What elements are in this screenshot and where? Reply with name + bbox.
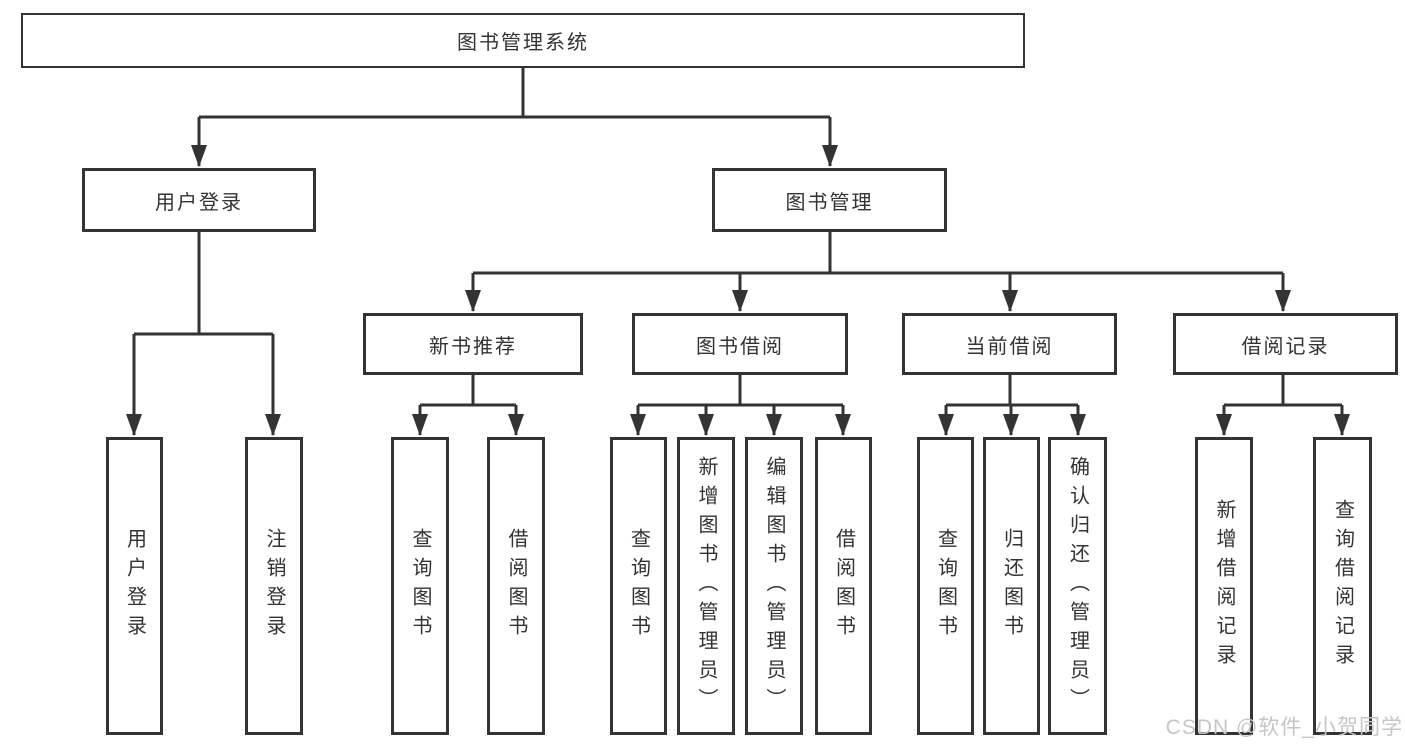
connector-arrows bbox=[126, 117, 1350, 436]
csdn-watermark: CSDN @软件_小贺同学 bbox=[1165, 716, 1403, 739]
leaf-records-query-borrow-record: 查询借阅记录 bbox=[1313, 437, 1372, 735]
leaf-borrow-query-books: 查询图书 bbox=[610, 437, 667, 735]
node-new-book-recommend: 新书推荐 bbox=[363, 313, 583, 375]
leaf-current-query-books: 查询图书 bbox=[917, 437, 974, 735]
node-root-library-system: 图书管理系统 bbox=[21, 13, 1025, 68]
leaf-newbooks-query-books: 查询图书 bbox=[391, 437, 449, 735]
leaf-logout: 注销登录 bbox=[245, 437, 303, 735]
connector-trunks bbox=[134, 68, 1342, 407]
node-user-login: 用户登录 bbox=[82, 168, 316, 232]
leaf-borrow-edit-books-admin: 编辑图书（管理员） bbox=[745, 437, 803, 735]
leaf-records-add-borrow-record: 新增借阅记录 bbox=[1195, 437, 1253, 735]
leaf-current-confirm-return-admin: 确认归还（管理员） bbox=[1048, 437, 1107, 735]
leaf-borrow-add-books-admin: 新增图书（管理员） bbox=[677, 437, 735, 735]
leaf-user-login: 用户登录 bbox=[106, 437, 163, 735]
node-borrow-records: 借阅记录 bbox=[1173, 313, 1398, 375]
leaf-borrow-borrow-books: 借阅图书 bbox=[815, 437, 872, 735]
node-current-borrow: 当前借阅 bbox=[902, 313, 1117, 375]
node-book-management: 图书管理 bbox=[712, 168, 947, 232]
node-book-borrow: 图书借阅 bbox=[632, 313, 848, 375]
leaf-newbooks-borrow-books: 借阅图书 bbox=[487, 437, 545, 735]
leaf-current-return-books: 归还图书 bbox=[983, 437, 1040, 735]
